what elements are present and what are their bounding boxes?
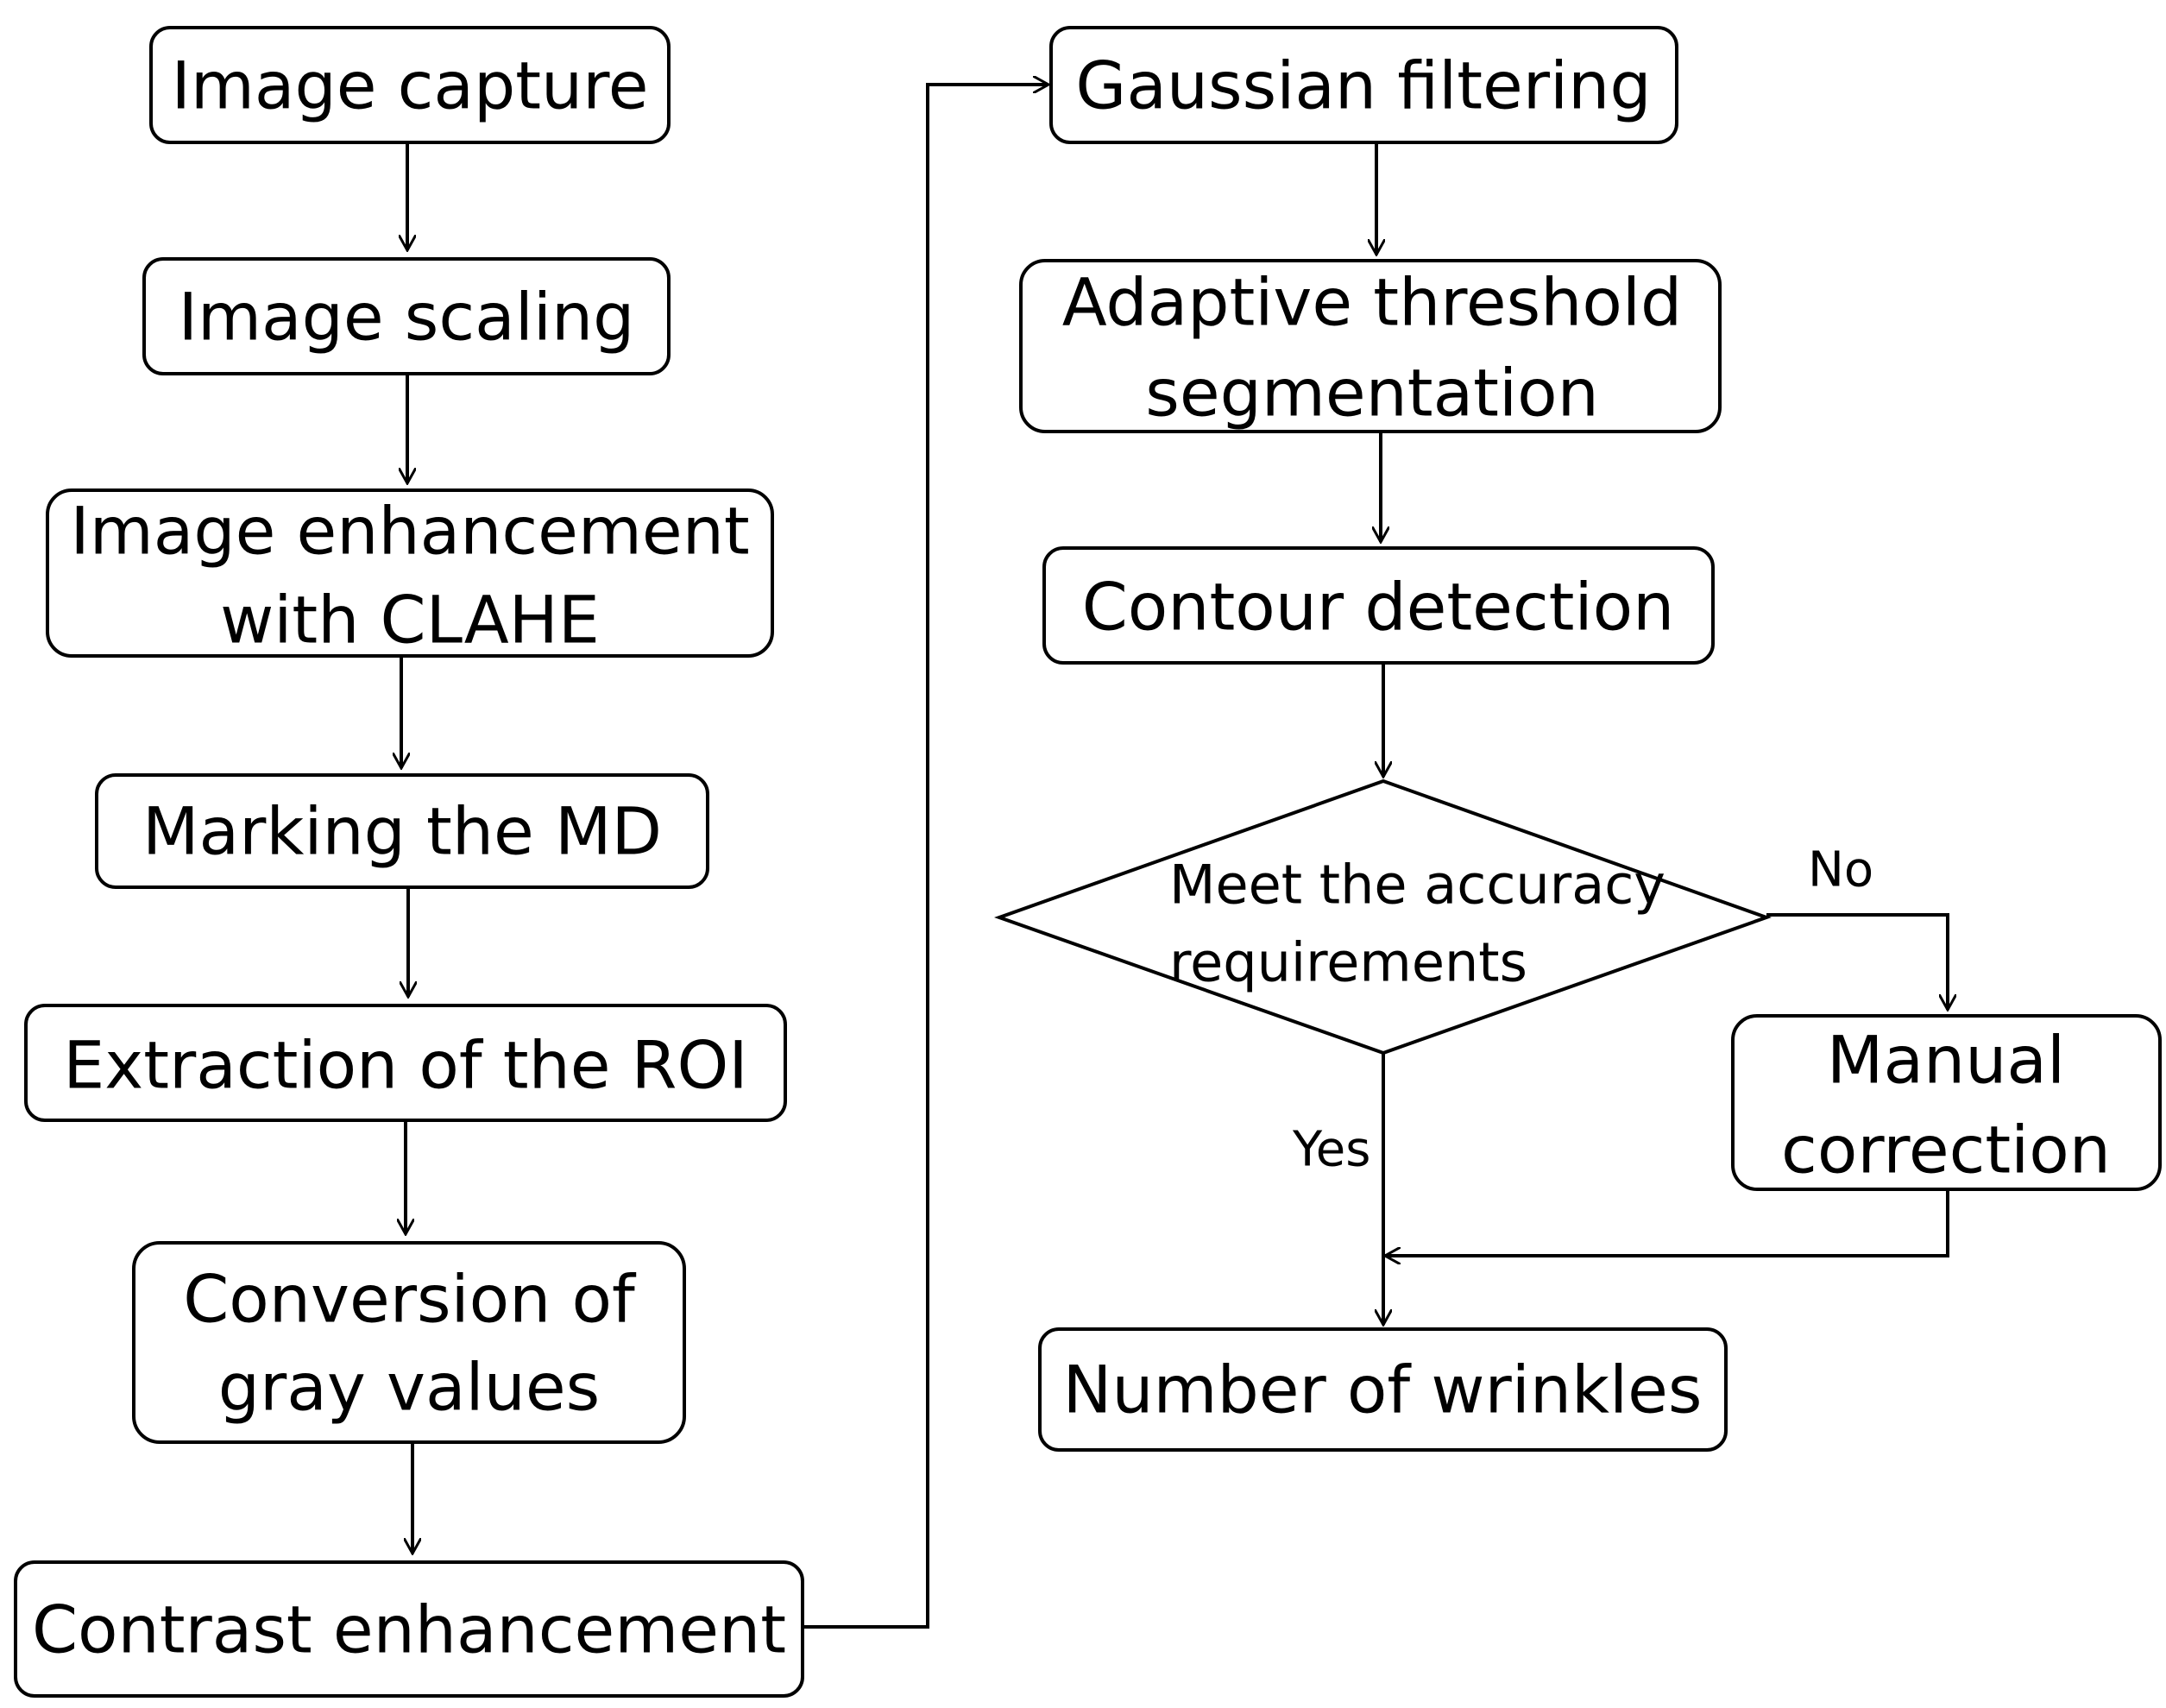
process-box-manual-correction: Manual correction bbox=[1731, 1014, 2162, 1191]
contour-detection-label: Contour detection bbox=[1082, 569, 1675, 646]
arrow-manual-to-merge bbox=[1385, 1189, 1949, 1256]
process-box-marking-md: Marking the MD bbox=[95, 773, 709, 889]
contrast-enhancement-label: Contrast enhancement bbox=[32, 1591, 786, 1668]
process-box-gaussian-filtering: Gaussian filtering bbox=[1049, 26, 1678, 144]
number-of-wrinkles-label: Number of wrinkles bbox=[1062, 1352, 1702, 1428]
decision-label-line2: requirements bbox=[1169, 931, 1527, 994]
process-box-conversion-gray: Conversion of gray values bbox=[132, 1241, 686, 1444]
process-box-image-enhancement: Image enhancement with CLAHE bbox=[46, 488, 774, 659]
adaptive-threshold-label-line1: Adaptive threshold bbox=[1062, 264, 1682, 341]
process-box-image-scaling: Image scaling bbox=[142, 257, 671, 375]
decision-label-line1: Meet the accuracy bbox=[1169, 854, 1665, 917]
image-capture-label: Image capture bbox=[171, 47, 648, 124]
conversion-gray-label-line1: Conversion of bbox=[183, 1261, 637, 1338]
arrow-contrast-to-gaussian bbox=[803, 85, 1048, 1629]
decision-accuracy-check: Meet the accuracy requirements bbox=[994, 778, 1772, 1056]
conversion-gray-label-line2: gray values bbox=[218, 1349, 600, 1426]
gaussian-filtering-label: Gaussian filtering bbox=[1075, 47, 1651, 124]
arrow-decision-no-to-manual bbox=[1766, 913, 1948, 1010]
process-box-contrast-enhancement: Contrast enhancement bbox=[14, 1560, 804, 1698]
branch-label-no: No bbox=[1808, 842, 1873, 898]
process-box-contour-detection: Contour detection bbox=[1042, 546, 1715, 665]
marking-md-label: Marking the MD bbox=[142, 793, 662, 870]
process-box-number-of-wrinkles: Number of wrinkles bbox=[1038, 1327, 1728, 1452]
process-box-adaptive-threshold: Adaptive threshold segmentation bbox=[1019, 259, 1722, 433]
manual-correction-label-line2: correction bbox=[1781, 1112, 2111, 1188]
image-enhancement-label-line2: with CLAHE bbox=[220, 582, 600, 659]
branch-label-yes: Yes bbox=[1292, 1122, 1370, 1178]
connectors bbox=[401, 85, 1949, 1629]
process-box-extraction-roi: Extraction of the ROI bbox=[24, 1004, 787, 1122]
adaptive-threshold-label-line2: segmentation bbox=[1145, 355, 1599, 432]
image-scaling-label: Image scaling bbox=[179, 279, 635, 356]
extraction-roi-label: Extraction of the ROI bbox=[63, 1027, 747, 1104]
image-enhancement-label-line1: Image enhancement bbox=[70, 493, 749, 570]
manual-correction-label-line1: Manual bbox=[1827, 1022, 2065, 1099]
process-box-image-capture: Image capture bbox=[149, 26, 671, 144]
